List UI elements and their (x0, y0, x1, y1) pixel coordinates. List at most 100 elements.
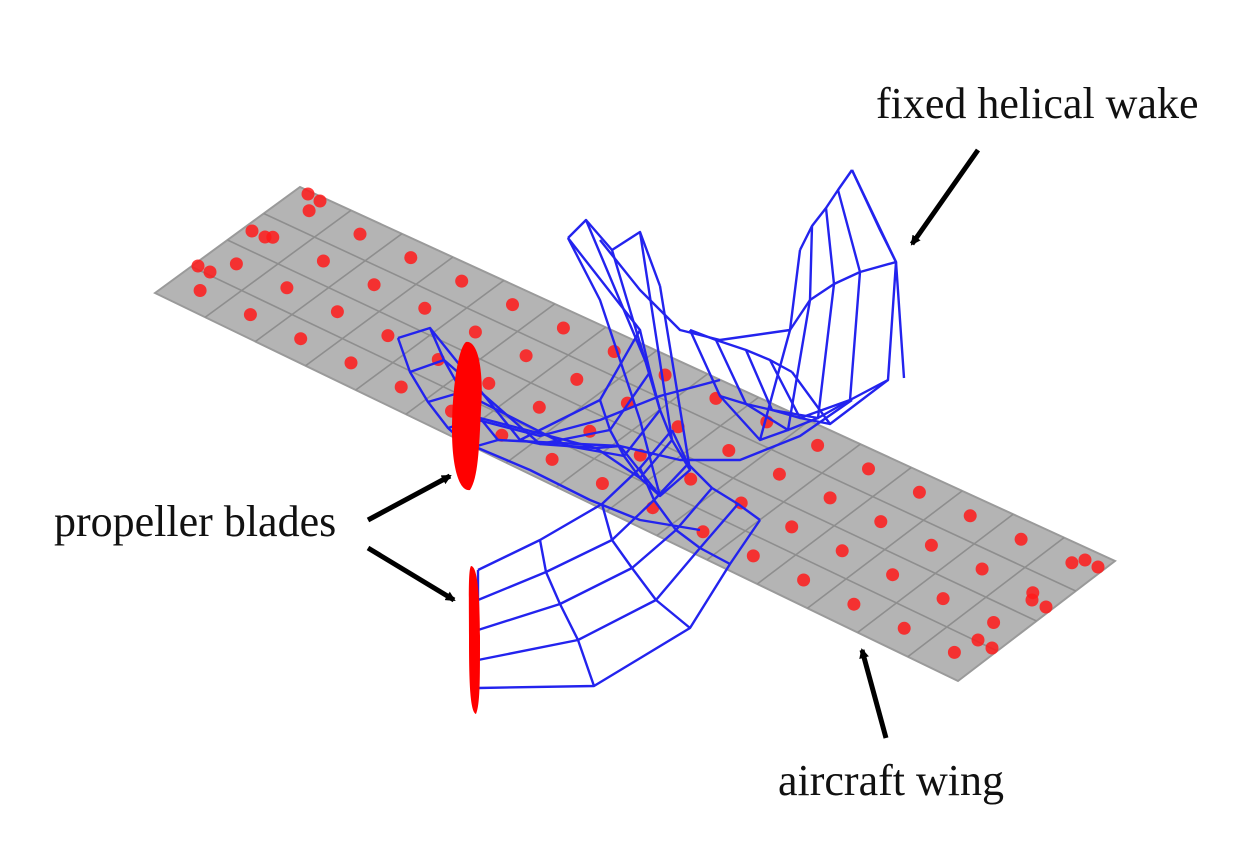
wake-connector (599, 239, 791, 342)
aircraft-wing (153, 185, 1117, 683)
control-point (797, 573, 811, 587)
propeller-blades (452, 341, 482, 714)
control-point (595, 477, 609, 490)
wake-filament (714, 225, 814, 432)
control-point (734, 496, 748, 510)
control-point (280, 281, 294, 295)
control-point (570, 372, 584, 386)
control-point (971, 633, 985, 647)
control-point (418, 301, 432, 315)
lower-propeller-blade (468, 566, 480, 714)
control-point (924, 538, 938, 552)
wake-arrow (909, 148, 981, 246)
control-point (545, 452, 559, 466)
control-point (975, 562, 989, 576)
control-point (313, 194, 327, 208)
control-point (936, 592, 950, 606)
control-point (746, 549, 760, 563)
control-point (229, 257, 243, 271)
upper-blade-arrow (366, 473, 452, 523)
wake-filament (477, 503, 739, 662)
control-point (495, 428, 509, 442)
wing-arrow (859, 648, 889, 739)
control-point (468, 325, 482, 339)
control-point (1039, 600, 1053, 614)
control-point (811, 438, 825, 452)
control-point (823, 491, 837, 505)
control-point (684, 472, 698, 486)
control-point (912, 485, 926, 499)
control-point (1065, 556, 1079, 570)
control-point (847, 597, 861, 611)
label-aircraft-wing: aircraft wing (778, 756, 1004, 805)
annotation-arrows (366, 148, 981, 739)
control-point (301, 187, 315, 201)
helical-wake (396, 169, 906, 690)
wake-filament (477, 463, 689, 602)
wake-connector (477, 446, 701, 532)
wake-connector (850, 169, 906, 379)
control-point (455, 274, 469, 288)
wake-filament (477, 487, 713, 632)
control-point (482, 376, 496, 390)
label-fixed-helical-wake: fixed helical wake (876, 79, 1199, 128)
control-point (1014, 532, 1028, 546)
control-point (394, 380, 408, 394)
wing-panel-grid (190, 209, 1077, 658)
wing-surface (153, 185, 1117, 683)
wake-filament (744, 207, 836, 420)
control-point (1078, 553, 1092, 567)
control-point (696, 525, 710, 539)
control-point (353, 227, 367, 241)
control-point (947, 645, 961, 659)
control-point (874, 515, 888, 529)
wake-filament (397, 237, 642, 442)
wake-filament (469, 285, 692, 498)
wing-control-points (191, 187, 1105, 659)
wake-connector (477, 378, 721, 438)
control-point (835, 544, 849, 558)
control-point (506, 298, 519, 312)
wake-connector (619, 399, 853, 462)
control-point (243, 308, 257, 322)
control-point (344, 356, 358, 370)
control-point (862, 462, 875, 476)
control-point (294, 332, 308, 346)
control-point (381, 329, 395, 343)
control-point (886, 568, 900, 582)
control-point (258, 230, 272, 244)
lower-blade-arrow (366, 545, 456, 603)
control-point (302, 204, 316, 218)
control-point (987, 616, 1001, 629)
control-point (367, 278, 381, 292)
control-point (722, 444, 736, 457)
control-point (709, 391, 723, 405)
control-point (1025, 593, 1039, 607)
wake-filament (688, 249, 802, 442)
control-point (785, 520, 799, 534)
control-point (963, 509, 977, 523)
control-point (532, 400, 546, 414)
control-point (404, 251, 418, 265)
wing-chordwise-line (263, 212, 1077, 592)
control-point (897, 621, 911, 635)
wing-chordwise-line (227, 239, 1037, 622)
control-point (1091, 560, 1105, 574)
label-propeller-blades: propeller blades (54, 497, 336, 546)
wake-filament (477, 519, 761, 690)
control-point (203, 265, 217, 279)
wake-filament (409, 219, 652, 446)
upper-propeller-blade (452, 341, 482, 491)
control-point (556, 321, 570, 335)
control-point (772, 467, 786, 481)
wake-filament (768, 189, 862, 420)
control-point (316, 254, 330, 268)
control-point (985, 641, 999, 655)
wake-connector (566, 237, 662, 497)
control-point (330, 305, 344, 319)
wing-chordwise-line (190, 265, 998, 652)
control-point (193, 284, 207, 297)
control-point (519, 349, 533, 363)
control-point (245, 224, 259, 238)
